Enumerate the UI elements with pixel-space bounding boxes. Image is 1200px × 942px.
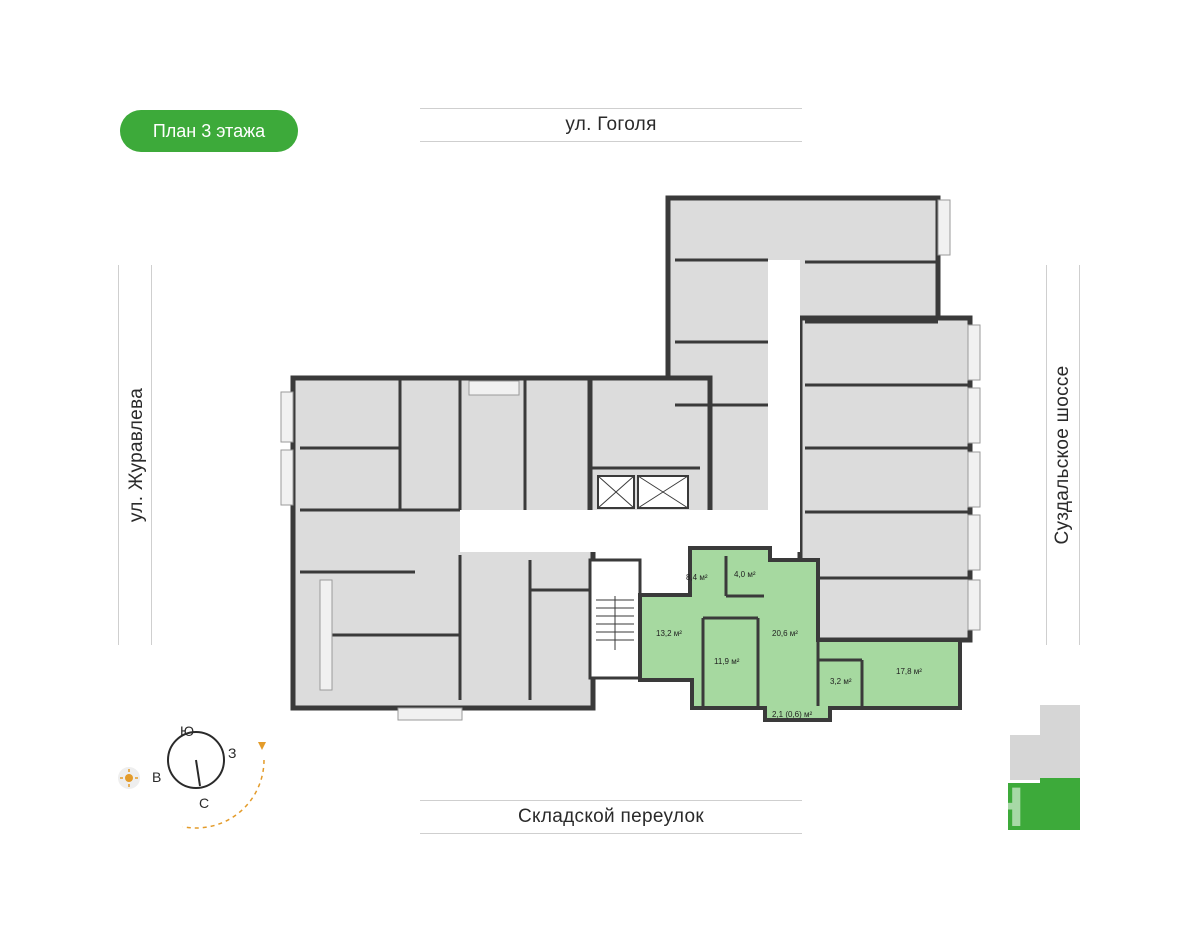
apartment-partitions bbox=[640, 556, 864, 706]
corridor-north bbox=[768, 260, 800, 520]
street-label-bottom: Складской переулок bbox=[518, 806, 704, 827]
partitions bbox=[300, 258, 968, 700]
area-room-b: 4,0 м² bbox=[734, 570, 756, 579]
sun-path-arrow-icon bbox=[258, 742, 266, 750]
compass-needle bbox=[195, 759, 201, 787]
east-wing bbox=[797, 315, 973, 643]
compass-south: Ю bbox=[180, 723, 194, 739]
street-line-left-b bbox=[151, 265, 152, 645]
street-line-top-a bbox=[420, 108, 802, 109]
street-line-right-b bbox=[1079, 265, 1080, 645]
compass-east: В bbox=[152, 769, 161, 785]
area-room-a: 8,4 м² bbox=[686, 573, 708, 582]
area-room-g: 17,8 м² bbox=[896, 667, 922, 676]
compass: Ю З В С bbox=[118, 690, 266, 830]
highlighted-apartment[interactable]: 8,4 м² 4,0 м² 13,2 м² 11,9 м² 20,6 м² 3,… bbox=[638, 546, 962, 722]
sun-icon bbox=[118, 767, 140, 789]
area-balcony: 2,1 (0,6) м² bbox=[772, 710, 813, 719]
floor-plan-badge: План 3 этажа bbox=[120, 110, 298, 152]
minimap-building-grey bbox=[1040, 705, 1080, 783]
street-line-right-a bbox=[1046, 265, 1047, 645]
watermark: ЦИАН bbox=[862, 775, 1024, 838]
compass-north: С bbox=[199, 795, 209, 811]
minimap-building-green bbox=[1008, 778, 1080, 830]
apartment-outline[interactable] bbox=[638, 546, 962, 722]
windows bbox=[280, 199, 981, 721]
building-mass bbox=[290, 195, 973, 711]
street-label-top: ул. Гоголя bbox=[565, 114, 657, 135]
corridor bbox=[460, 510, 800, 552]
street-line-bottom-a bbox=[420, 800, 802, 801]
sun-path-mask bbox=[126, 690, 266, 830]
site-minimap bbox=[1008, 705, 1080, 830]
compass-west: З bbox=[228, 745, 236, 761]
street-line-top-b bbox=[420, 141, 802, 142]
area-room-d: 11,9 м² bbox=[714, 657, 740, 666]
area-room-e: 20,6 м² bbox=[772, 629, 798, 638]
stair-steps bbox=[596, 596, 634, 650]
street-line-bottom-b bbox=[420, 833, 802, 834]
area-room-c: 13,2 м² bbox=[656, 629, 682, 638]
compass-circle bbox=[167, 731, 225, 789]
minimap-building-grey-2 bbox=[1010, 735, 1045, 780]
area-room-f: 3,2 м² bbox=[830, 677, 852, 686]
street-line-left-a bbox=[118, 265, 119, 645]
